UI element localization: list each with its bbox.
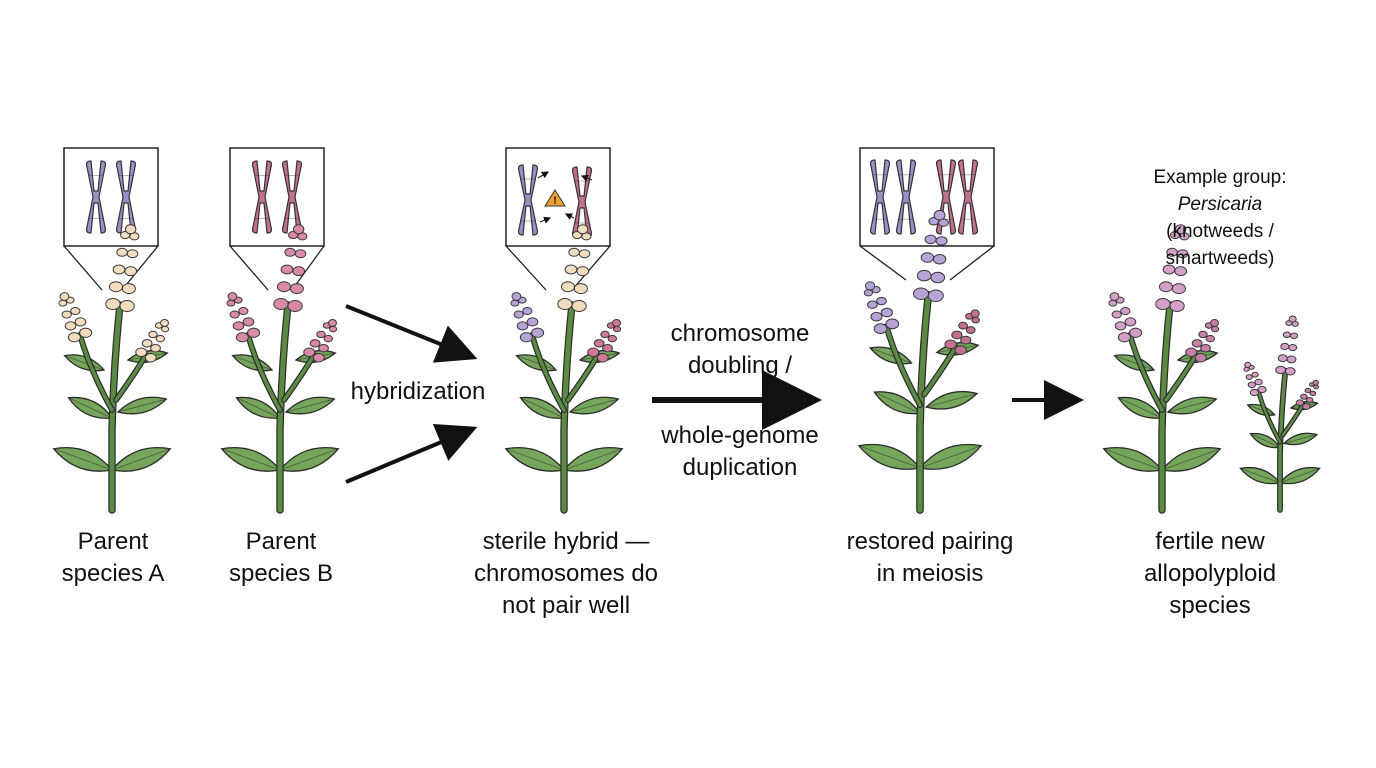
arrow-hybridization-top <box>345 304 478 363</box>
flower-spike <box>105 224 140 312</box>
stem <box>561 302 575 513</box>
flower-spike <box>226 292 261 343</box>
stem <box>1281 403 1305 437</box>
flower-spike <box>510 292 545 343</box>
flower-spike <box>303 318 338 363</box>
stem <box>246 333 282 412</box>
flower-spike <box>1185 318 1220 363</box>
stem <box>566 353 600 402</box>
example-line-3: (knotweeds / <box>1166 221 1274 242</box>
example-line-4: smartweeds) <box>1165 248 1275 269</box>
chromosome <box>85 160 107 234</box>
chromosome <box>895 159 917 235</box>
chromosome-inset-a <box>63 147 159 291</box>
chromosome <box>869 159 891 235</box>
arrow-hybridization-bottom <box>345 423 478 484</box>
flower-spike <box>1295 379 1320 410</box>
flower-spike <box>944 309 981 356</box>
example-group-label: Example group: Persicaria (knotweeds / s… <box>1120 164 1320 272</box>
chromosome-pair-b <box>251 160 303 234</box>
label-doubling-1: chromosome <box>670 320 810 347</box>
stem <box>530 333 566 412</box>
warning-icon: ! <box>544 189 566 207</box>
stem <box>114 353 148 402</box>
flower-spike <box>58 292 93 343</box>
mismatch-mark <box>537 171 550 179</box>
stem <box>109 302 123 513</box>
label-doubling-3: whole-genome <box>661 422 819 449</box>
stem <box>1159 302 1173 513</box>
chromosome-mismatch-hybrid: ! <box>517 164 593 238</box>
flower-spike <box>557 224 592 312</box>
stem <box>78 333 114 412</box>
stem <box>1164 353 1198 402</box>
stem <box>1278 368 1288 512</box>
example-line-1: Example group: <box>1153 167 1287 188</box>
flower-spike <box>1108 292 1143 343</box>
chromosome <box>517 164 539 236</box>
stem <box>884 324 922 407</box>
example-genus: Persicaria <box>1177 194 1263 215</box>
mismatch-mark <box>539 216 552 224</box>
label-doubling-4: duplication <box>682 454 798 481</box>
chromosome-inset-doubled <box>859 147 995 281</box>
stem <box>922 345 958 397</box>
flower-spike <box>587 318 622 363</box>
mismatch-mark <box>580 174 593 182</box>
chromosome-pair-a <box>85 160 137 234</box>
flower-spike <box>273 224 308 312</box>
label-hybridization: hybridization <box>350 378 486 405</box>
plant-restored <box>857 209 983 514</box>
plant-parent-a <box>52 224 172 514</box>
flower-spike <box>863 281 900 334</box>
stem <box>277 302 291 513</box>
stem <box>1128 333 1164 412</box>
plant-new-species-small <box>1239 315 1321 513</box>
chromosome <box>957 159 979 235</box>
flower-spike <box>1155 224 1190 312</box>
stem <box>1257 389 1282 444</box>
plant-parent-b <box>220 224 340 514</box>
plant-sterile-hybrid <box>504 224 624 514</box>
flower-spike <box>1275 315 1299 376</box>
flower-spike <box>135 318 170 363</box>
label-doubling-2: doubling / <box>687 352 793 379</box>
mismatch-mark <box>564 213 575 220</box>
chromosome-inset-b <box>229 147 325 291</box>
flower-spike <box>912 209 949 303</box>
stem <box>917 292 932 513</box>
plant-new-species-large <box>1102 224 1222 514</box>
flower-spike <box>1243 361 1267 397</box>
chromosome-inset-hybrid: ! <box>505 147 611 291</box>
chromosome <box>251 160 273 234</box>
svg-text:!: ! <box>553 195 557 207</box>
stem <box>282 353 316 402</box>
chromosome-set-doubled <box>869 159 979 235</box>
